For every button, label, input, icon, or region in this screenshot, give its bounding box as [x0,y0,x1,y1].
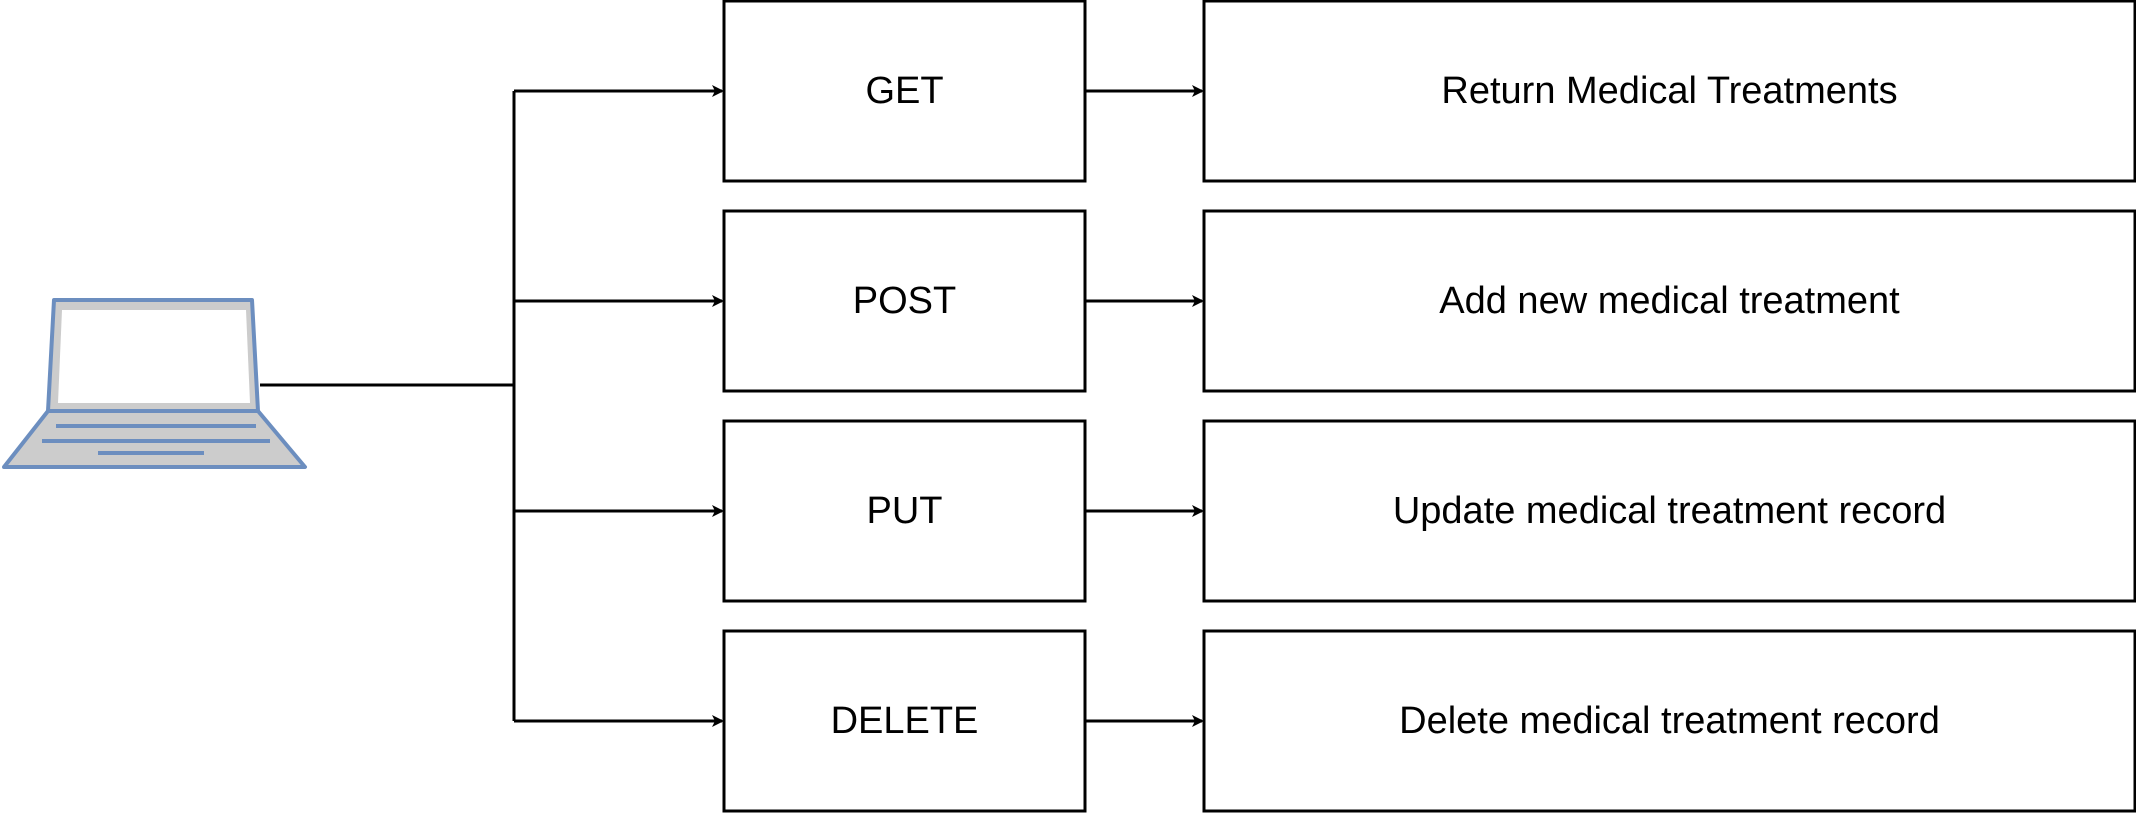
method-label: POST [853,280,956,322]
row-post: POST Add new medical treatment [514,209,2136,393]
method-box-border [722,0,1087,183]
row-delete: DELETE Delete medical treatment record [514,629,2136,813]
method-box-post: POST [722,209,1087,393]
method-label: DELETE [831,700,979,742]
result-box-border [1202,419,2136,603]
method-box-delete: DELETE [722,629,1087,813]
result-box-border [1202,0,2136,183]
method-label: GET [865,70,943,112]
result-box-border [1202,209,2136,393]
result-label: Return Medical Treatments [1441,70,1897,112]
result-box-post: Add new medical treatment [1202,209,2136,393]
result-box-get: Return Medical Treatments [1202,0,2136,183]
laptop-icon [2,298,307,469]
method-box-border [722,629,1087,813]
result-label: Delete medical treatment record [1399,700,1940,742]
method-label: PUT [867,490,943,532]
result-box-border [1202,629,2136,813]
result-box-put: Update medical treatment record [1202,419,2136,603]
client-connector [260,91,516,721]
method-box-get: GET [722,0,1087,183]
row-put: PUT Update medical treatment record [514,419,2136,603]
result-label: Add new medical treatment [1439,280,1900,322]
result-box-delete: Delete medical treatment record [1202,629,2136,813]
row-get: GET Return Medical Treatments [514,0,2136,183]
result-label: Update medical treatment record [1393,490,1946,532]
method-box-put: PUT [722,419,1087,603]
